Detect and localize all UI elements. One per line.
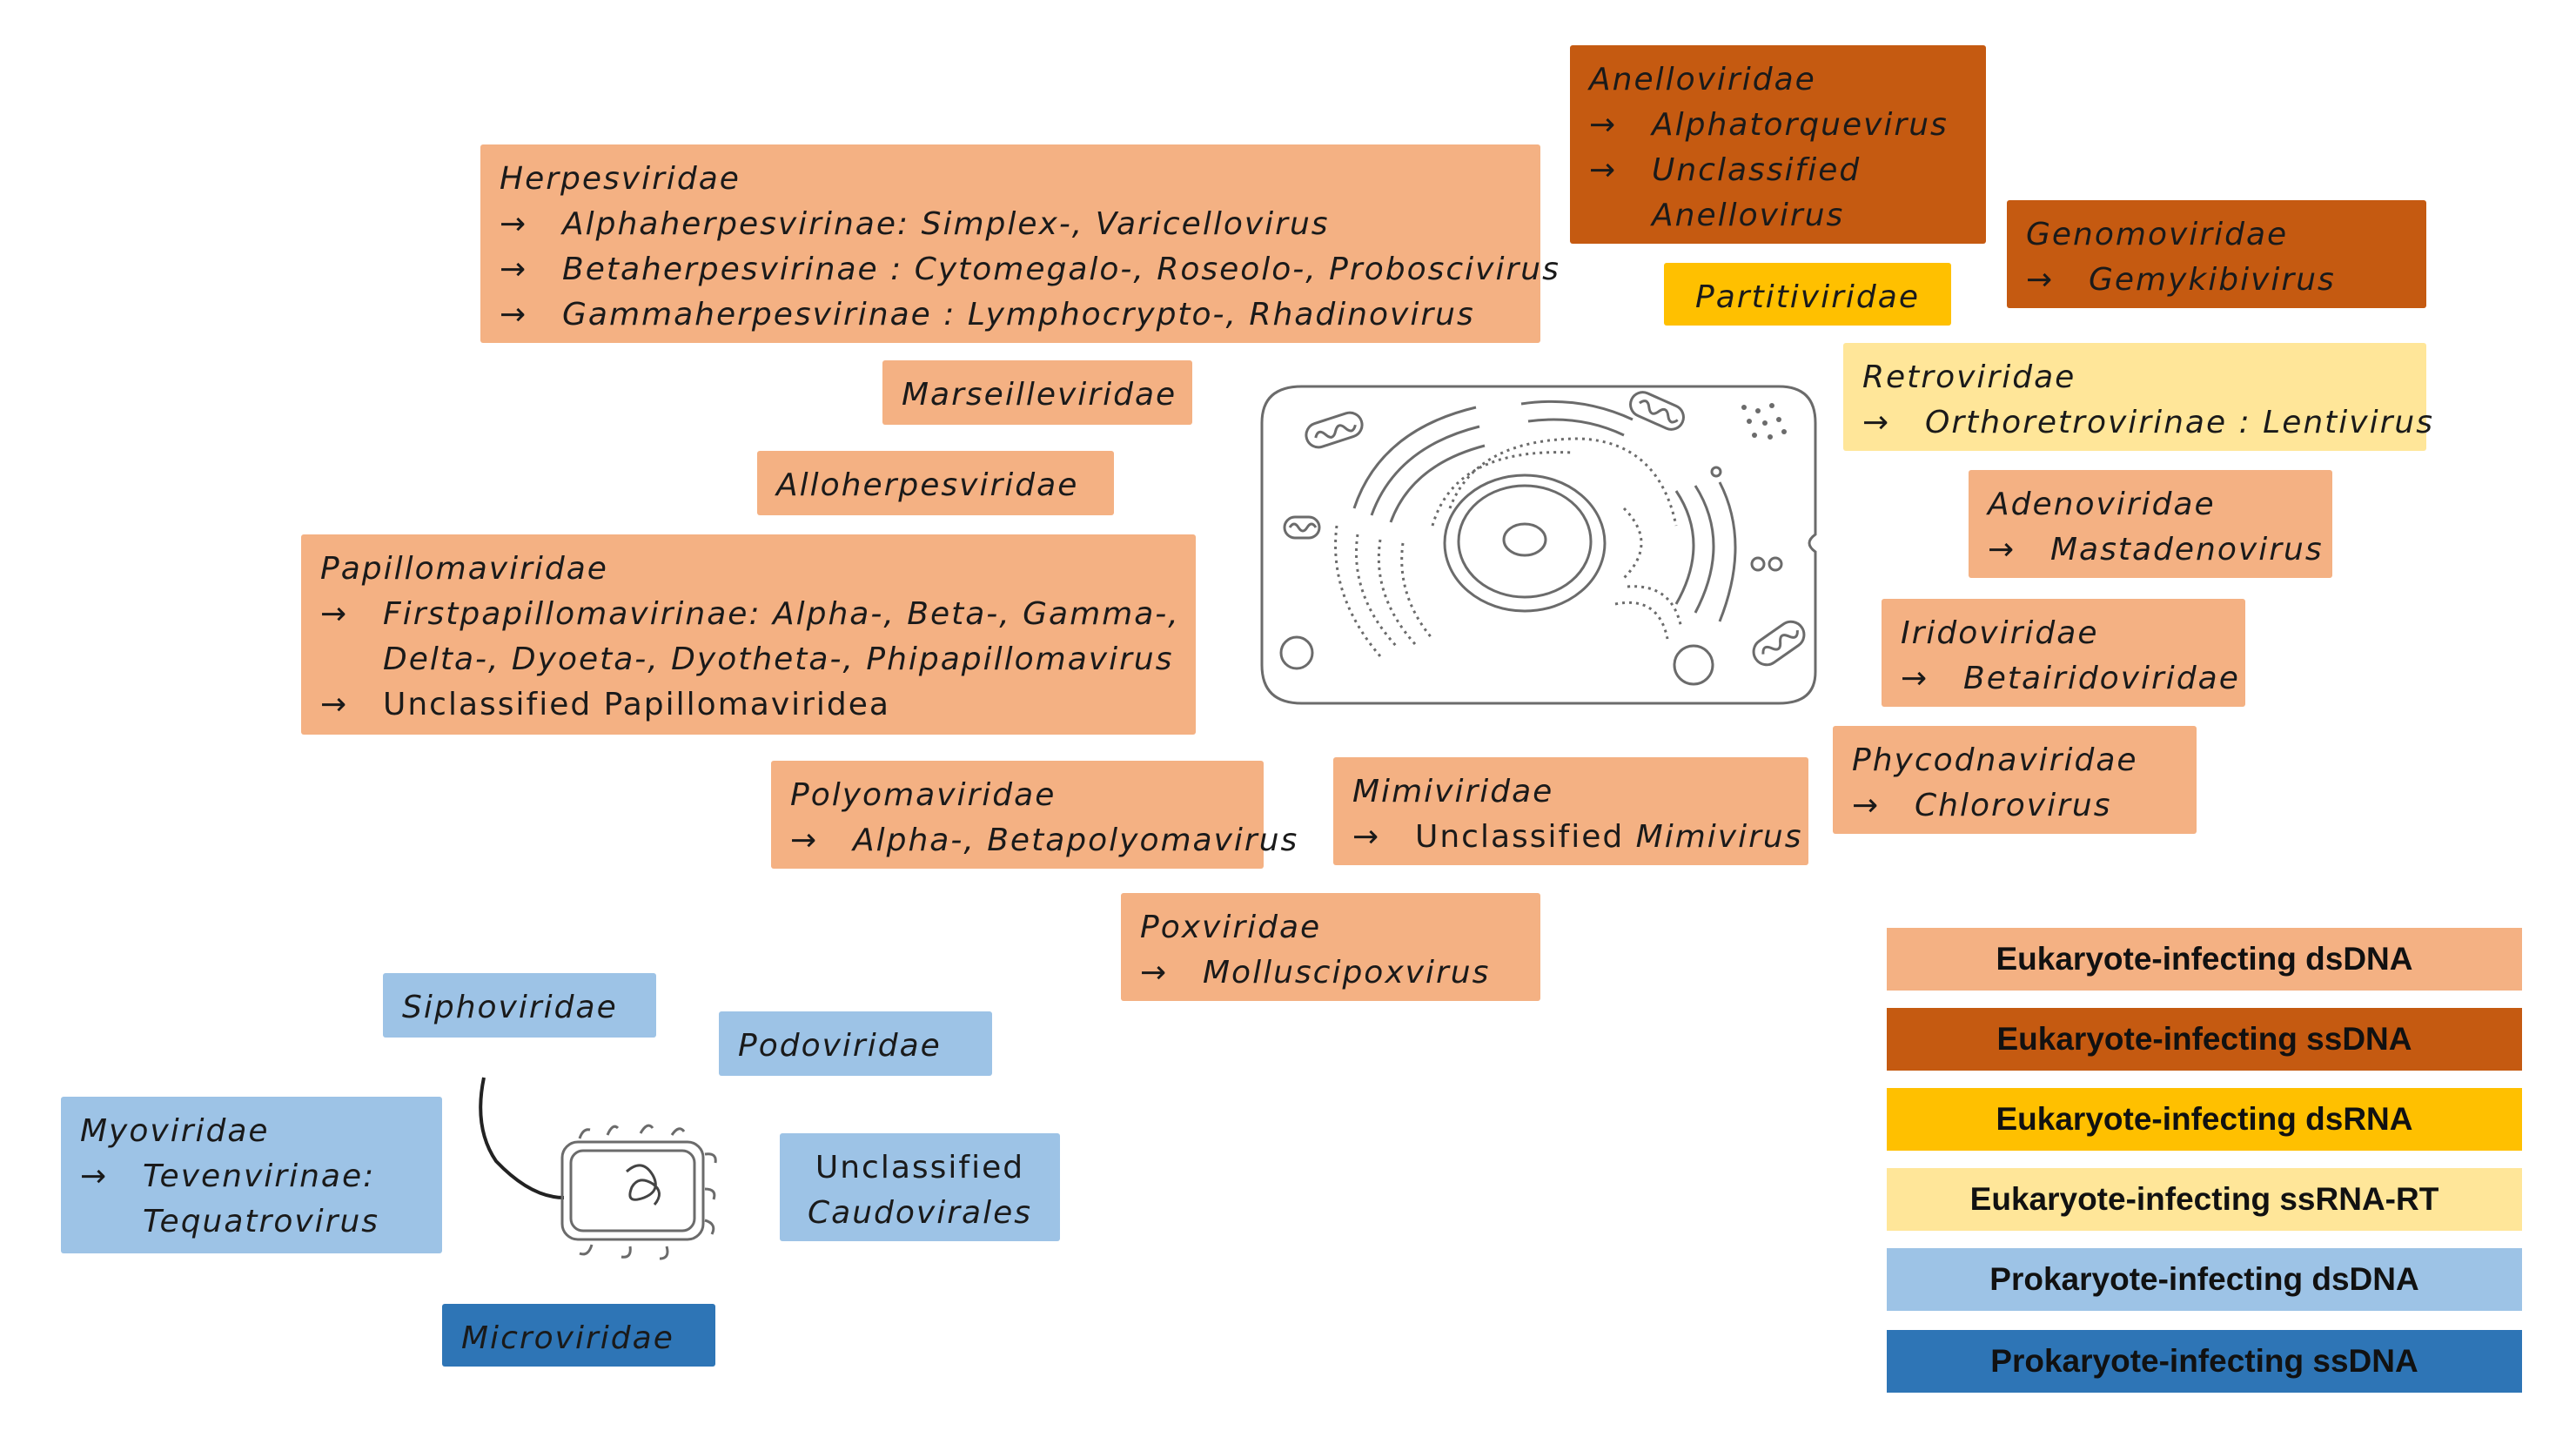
pox-item-1: Molluscipoxvirus xyxy=(1203,955,1491,991)
arrow-icon: → xyxy=(500,297,528,332)
adeno-item-1: Mastadenovirus xyxy=(2050,532,2324,568)
partitiviridae-title: Partitiviridae xyxy=(1695,279,1920,315)
iridoviridae-box: Iridoviridae → Betairidoviridae xyxy=(1882,599,2245,707)
arrow-icon: → xyxy=(2026,262,2055,298)
herpes-item-3: Gammaherpesvirinae : Lymphocrypto-, Rhad… xyxy=(562,297,1475,332)
podoviridae-title: Podoviridae xyxy=(738,1028,942,1064)
partitiviridae-box: Partitiviridae xyxy=(1664,263,1951,326)
arrow-icon: → xyxy=(80,1159,109,1194)
siphoviridae-box: Siphoviridae xyxy=(383,973,656,1038)
myo-item-1b: Tequatrovirus xyxy=(143,1204,380,1239)
myoviridae-title: Myoviridae xyxy=(80,1113,270,1149)
papilloma-item-1: Firstpapillomavirinae: Alpha-, Beta-, Ga… xyxy=(383,596,1180,632)
phycodnaviridae-title: Phycodnaviridae xyxy=(1852,742,2138,778)
arrow-icon: → xyxy=(320,687,349,722)
marseilleviridae-box: Marseilleviridae xyxy=(882,360,1192,425)
arrow-icon: → xyxy=(1852,788,1881,823)
microviridae-title: Microviridae xyxy=(461,1320,674,1356)
caudovirales-box: Unclassified Caudovirales xyxy=(780,1133,1060,1241)
papillomaviridae-title: Papillomaviridae xyxy=(320,551,608,587)
legend-eukaryote-ssdna: Eukaryote-infecting ssDNA xyxy=(1887,1008,2522,1071)
retroviridae-box: Retroviridae → Orthoretrovirinae : Lentiv… xyxy=(1843,343,2432,451)
arrow-icon: → xyxy=(790,823,819,858)
arrow-icon: → xyxy=(1988,532,2016,568)
phycodna-item-1: Chlorovirus xyxy=(1915,788,2112,823)
phycodnaviridae-box: Phycodnaviridae → Chlorovirus xyxy=(1833,726,2197,834)
caudovirales-line-1: Unclassified xyxy=(815,1150,1025,1185)
genomoviridae-box: Genomoviridae → Gemykibivirus xyxy=(2007,200,2426,308)
arrow-icon: → xyxy=(1862,405,1891,440)
herpesviridae-title: Herpesviridae xyxy=(500,161,741,197)
arrow-icon: → xyxy=(1140,955,1169,991)
alloherpesviridae-box: Alloherpesviridae xyxy=(757,451,1114,515)
legend-eukaryote-dsdna: Eukaryote-infecting dsDNA xyxy=(1887,928,2522,991)
genomo-item-1: Gemykibivirus xyxy=(2089,262,2336,298)
mimi-item-prefix: Unclassified xyxy=(1415,819,1636,855)
anelloviridae-title: Anelloviridae xyxy=(1589,62,1816,97)
siphoviridae-title: Siphoviridae xyxy=(402,990,618,1025)
polyomaviridae-title: Polyomaviridae xyxy=(790,777,1057,813)
arrow-icon: → xyxy=(1589,107,1618,143)
papilloma-item-2: Unclassified Papillomaviridea xyxy=(383,687,890,722)
papillomaviridae-box: Papillomaviridae → Firstpapillomavirinae:… xyxy=(301,534,1196,735)
legend-label: Eukaryote-infecting dsDNA xyxy=(1996,941,2413,977)
genomoviridae-title: Genomoviridae xyxy=(2026,217,2289,252)
anello-item-1: Alphatorquevirus xyxy=(1652,107,1949,143)
herpes-item-1: Alphaherpesvirinae: Simplex-, Varicellov… xyxy=(562,206,1330,242)
poxviridae-title: Poxviridae xyxy=(1140,910,1322,945)
retro-item-1: Orthoretrovirinae : Lentivirus xyxy=(1925,405,2434,440)
bacterium-phage-illustration xyxy=(479,1077,717,1260)
iridoviridae-title: Iridoviridae xyxy=(1901,615,2099,651)
anello-item-2: Unclassified xyxy=(1652,152,1862,188)
myoviridae-box: Myoviridae → Tevenvirinae: Tequatrovirus xyxy=(61,1097,442,1253)
alloherpesviridae-title: Alloherpesviridae xyxy=(776,467,1079,503)
marseilleviridae-title: Marseilleviridae xyxy=(902,377,1177,413)
anello-item-2b: Anellovirus xyxy=(1652,198,1845,233)
legend-label: Prokaryote-infecting dsDNA xyxy=(1989,1261,2419,1297)
arrow-icon: → xyxy=(1589,152,1618,188)
legend-label: Eukaryote-infecting dsRNA xyxy=(1996,1101,2413,1137)
adenoviridae-title: Adenoviridae xyxy=(1988,487,2216,522)
legend-label: Eukaryote-infecting ssDNA xyxy=(1996,1021,2412,1057)
legend-prokaryote-dsdna: Prokaryote-infecting dsDNA xyxy=(1887,1248,2522,1311)
polyoma-item-1: Alpha-, Betapolyomavirus xyxy=(853,823,1299,858)
mimiviridae-box: Mimiviridae → Unclassified Mimivirus xyxy=(1333,757,1808,865)
poxviridae-box: Poxviridae → Molluscipoxvirus xyxy=(1121,893,1540,1001)
arrow-icon: → xyxy=(500,252,528,287)
papilloma-item-1b: Delta-, Dyoeta-, Dyotheta-, Phipapilloma… xyxy=(383,641,1174,677)
myo-item-1: Tevenvirinae: xyxy=(143,1159,376,1194)
eukaryotic-cell-illustration xyxy=(1260,385,1817,705)
polyomaviridae-box: Polyomaviridae → Alpha-, Betapolyomavirus xyxy=(771,761,1297,869)
legend-prokaryote-ssdna: Prokaryote-infecting ssDNA xyxy=(1887,1330,2522,1393)
caudovirales-line-2: Caudovirales xyxy=(808,1195,1032,1231)
irido-item-1: Betairidoviridae xyxy=(1963,661,2240,696)
mimiviridae-title: Mimiviridae xyxy=(1352,774,1554,809)
herpesviridae-box: Herpesviridae → Alphaherpesvirinae: Simpl… xyxy=(480,144,1559,343)
adenoviridae-box: Adenoviridae → Mastadenovirus xyxy=(1969,470,2332,578)
legend-label: Eukaryote-infecting ssRNA-RT xyxy=(1969,1181,2439,1217)
legend-eukaryote-dsrna: Eukaryote-infecting dsRNA xyxy=(1887,1088,2522,1151)
legend-label: Prokaryote-infecting ssDNA xyxy=(1990,1343,2418,1379)
legend-eukaryote-ssrna-rt: Eukaryote-infecting ssRNA-RT xyxy=(1887,1168,2522,1231)
arrow-icon: → xyxy=(320,596,349,632)
mimi-item-genus: Mimivirus xyxy=(1635,819,1803,855)
arrow-icon: → xyxy=(500,206,528,242)
podoviridae-box: Podoviridae xyxy=(719,1011,992,1076)
arrow-icon: → xyxy=(1352,819,1381,855)
microviridae-box: Microviridae xyxy=(442,1304,715,1367)
anelloviridae-box: Anelloviridae → Alphatorquevirus → Unclass… xyxy=(1570,45,1986,244)
arrow-icon: → xyxy=(1901,661,1929,696)
retroviridae-title: Retroviridae xyxy=(1862,359,2076,395)
herpes-item-2: Betaherpesvirinae : Cytomegalo-, Roseolo… xyxy=(562,252,1560,287)
